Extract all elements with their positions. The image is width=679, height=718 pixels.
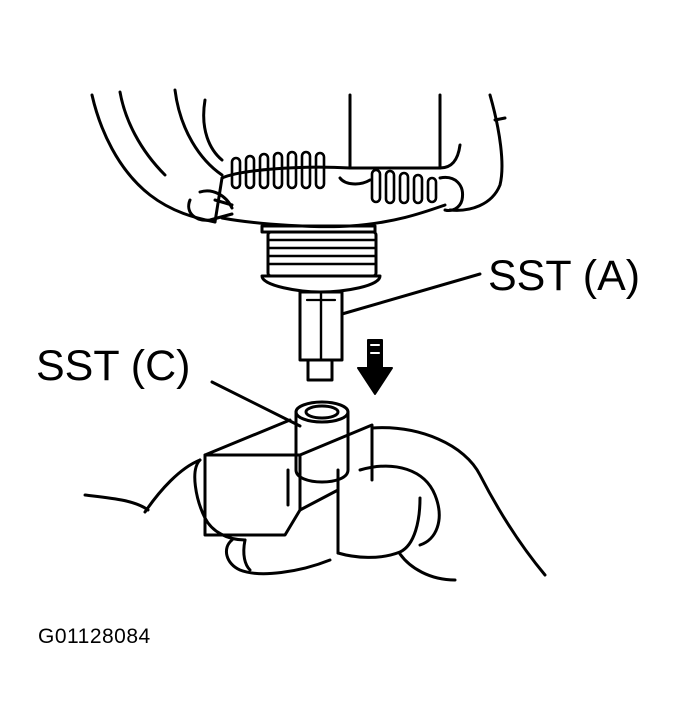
- sst-a-tool: [298, 290, 344, 382]
- cooling-slots: [230, 150, 438, 205]
- sst-a-label: SST (A): [488, 252, 641, 300]
- pulley: [260, 224, 382, 294]
- sst-c-label: SST (C): [36, 342, 191, 390]
- figure-code: G01128084: [38, 625, 151, 648]
- alternator-body: [213, 93, 462, 229]
- lower-hand-and-holder: [83, 400, 547, 582]
- down-arrow-icon: [357, 339, 393, 395]
- upper-hands: [90, 88, 507, 224]
- sst-a-leader-line: [340, 272, 482, 316]
- sst-c-leader-line: [210, 380, 302, 428]
